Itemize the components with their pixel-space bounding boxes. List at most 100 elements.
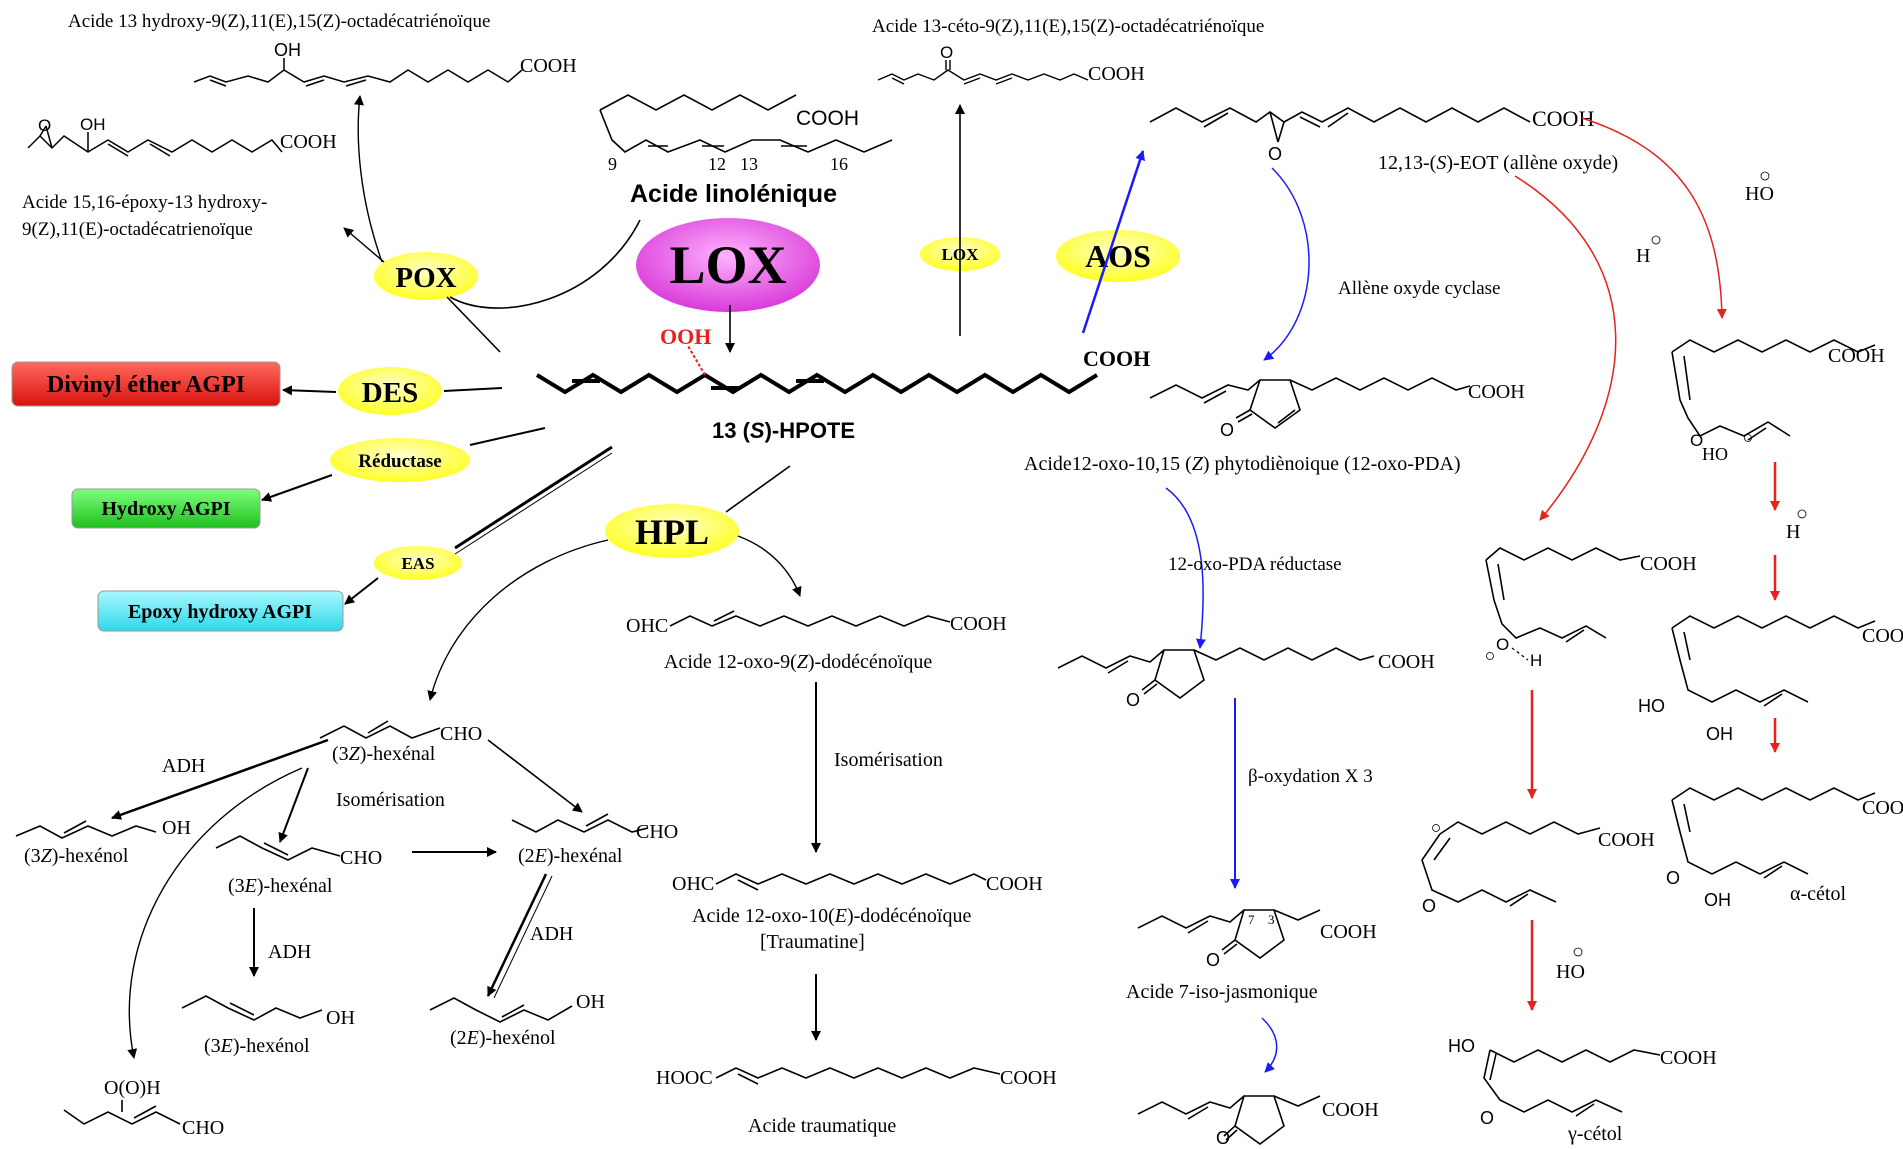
svg-text:OH: OH bbox=[326, 1007, 355, 1029]
svg-text:3: 3 bbox=[1268, 912, 1275, 927]
svg-text:COOH: COOH bbox=[1828, 345, 1885, 367]
svg-text:Acide 12-oxo-10(E)-dodécénoïqu: Acide 12-oxo-10(E)-dodécénoïque bbox=[692, 905, 971, 927]
red-arrow-left bbox=[1514, 175, 1617, 521]
charge-icon bbox=[1573, 947, 1583, 957]
svg-text:(2E)-hexénol: (2E)-hexénol bbox=[450, 1027, 556, 1049]
gamma-ketol-molecule: HO COOH O γ-cétol bbox=[1448, 1036, 1717, 1145]
epimerization-arrow bbox=[1261, 1017, 1278, 1073]
e2-hexenal: CHO (2E)-hexénal bbox=[511, 813, 678, 867]
svg-text:CHO: CHO bbox=[636, 821, 678, 843]
hydroxide-label: HO bbox=[1745, 183, 1774, 205]
adh-label-1: ADH bbox=[162, 755, 205, 777]
svg-text:Acide 13-céto-9(Z),11(E),15(Z): Acide 13-céto-9(Z),11(E),15(Z)-octadécat… bbox=[872, 16, 1264, 37]
beta-oxidation-label: β-oxydation X 3 bbox=[1248, 766, 1373, 787]
svg-text:(2E)-hexénal: (2E)-hexénal bbox=[518, 845, 623, 867]
svg-text:12,13-(S)-EOT (allène oxyde): 12,13-(S)-EOT (allène oxyde) bbox=[1378, 152, 1618, 174]
jasmonic-molecule: 7 3 O COOH Acide 7-iso-jasmonique bbox=[1126, 909, 1377, 1003]
enzyme-lox-main: LOX bbox=[636, 218, 820, 312]
svg-text:O: O bbox=[1220, 420, 1234, 440]
position-9: 9 bbox=[608, 154, 617, 174]
position-12: 12 bbox=[708, 154, 726, 174]
enzyme-des: DES bbox=[338, 367, 442, 415]
charge-icon bbox=[1797, 509, 1807, 519]
hpote-name: 13 (S)-HPOTE bbox=[712, 418, 855, 443]
enzyme-hpl: HPL bbox=[605, 504, 739, 558]
traumatin: OHC COOH Acide 12-oxo-10(E)-dodécénoïque… bbox=[672, 873, 1043, 953]
charge-icon bbox=[1760, 171, 1770, 181]
svg-text:COOH: COOH bbox=[1640, 553, 1697, 575]
proton-label-2: H bbox=[1786, 521, 1800, 543]
svg-text:O: O bbox=[1690, 431, 1703, 450]
svg-text:OH: OH bbox=[576, 991, 605, 1013]
enzyme-eas: EAS bbox=[374, 546, 462, 580]
svg-text:Réductase: Réductase bbox=[358, 451, 441, 472]
jasmonic-molecule-2: O COOH bbox=[1137, 1095, 1379, 1148]
linolenic-molecule: COOH 9 12 13 16 Acide linolénique bbox=[599, 94, 893, 208]
hydroperoxy-hexenal: O(O)H CHO bbox=[63, 1077, 224, 1139]
traumatic-acid: HOOC COOH Acide traumatique bbox=[656, 1067, 1057, 1137]
svg-text:COOH: COOH bbox=[1320, 921, 1377, 943]
enzyme-pox: POX bbox=[374, 252, 478, 300]
opc-molecule: O COOH bbox=[1057, 647, 1435, 710]
svg-text:CHO: CHO bbox=[340, 847, 382, 869]
svg-text:CHO: CHO bbox=[440, 723, 482, 745]
svg-text:9(Z),11(E)-octadécatrienoïque: 9(Z),11(E)-octadécatrienoïque bbox=[22, 219, 253, 240]
svg-text:HO: HO bbox=[1638, 696, 1665, 716]
svg-text:O: O bbox=[1480, 1108, 1494, 1128]
hydroxide-label-2: HO bbox=[1556, 961, 1585, 983]
opr-label: 12-oxo-PDA réductase bbox=[1168, 554, 1342, 575]
svg-text:α-cétol: α-cétol bbox=[1790, 883, 1846, 905]
svg-text:Hydroxy AGPI: Hydroxy AGPI bbox=[101, 498, 230, 520]
adh-label-3: ADH bbox=[530, 923, 573, 945]
svg-text:(3Z)-hexénal: (3Z)-hexénal bbox=[332, 743, 436, 765]
e3-hexenal: CHO (3E)-hexénal bbox=[215, 835, 382, 897]
svg-text:COOH: COOH bbox=[520, 55, 577, 77]
ooh-label: OOH bbox=[660, 324, 711, 349]
charge-icon bbox=[1486, 652, 1494, 660]
linolenic-cooh: COOH bbox=[796, 107, 859, 130]
svg-text:O: O bbox=[1422, 896, 1436, 916]
svg-text:O: O bbox=[1216, 1128, 1230, 1148]
svg-text:Divinyl éther AGPI: Divinyl éther AGPI bbox=[47, 372, 245, 398]
svg-text:COOH: COOH bbox=[950, 613, 1007, 635]
svg-text:Acide 12-oxo-9(Z)-dodécénoïque: Acide 12-oxo-9(Z)-dodécénoïque bbox=[664, 651, 932, 673]
svg-text:(3Z)-hexénol: (3Z)-hexénol bbox=[24, 845, 129, 867]
svg-text:O: O bbox=[1206, 950, 1220, 970]
charge-icon bbox=[1651, 235, 1661, 245]
oxo-dodecenoic: OHC COOH Acide 12-oxo-9(Z)-dodécénoïque bbox=[626, 610, 1007, 673]
hpl-arrow-left bbox=[427, 539, 609, 701]
svg-text:γ-cétol: γ-cétol bbox=[1567, 1123, 1623, 1145]
opr-arrow bbox=[1165, 487, 1206, 649]
svg-text:O: O bbox=[1268, 144, 1282, 164]
alpha-ketol-molecule: COOH O OH α-cétol bbox=[1666, 787, 1903, 910]
svg-text:OH: OH bbox=[162, 817, 191, 839]
svg-text:Acide 15,16-époxy-13 hydroxy-: Acide 15,16-époxy-13 hydroxy- bbox=[22, 192, 267, 213]
svg-text:CHO: CHO bbox=[182, 1117, 224, 1139]
svg-text:OHC: OHC bbox=[672, 873, 714, 895]
isomerisation-label-hex: Isomérisation bbox=[336, 789, 445, 811]
svg-text:COOH: COOH bbox=[1862, 797, 1903, 819]
hpl-arrow-right bbox=[737, 535, 802, 597]
intermediate-b: COOH O H bbox=[1485, 547, 1697, 670]
cyclase-arrow bbox=[1263, 167, 1310, 361]
hydroxy-agpi-box: Hydroxy AGPI bbox=[71, 488, 261, 529]
intermediate-a: COOH O HO bbox=[1671, 339, 1885, 464]
svg-text:COOH: COOH bbox=[1660, 1047, 1717, 1069]
ooh-wedge bbox=[687, 345, 706, 376]
svg-text:Acide traumatique: Acide traumatique bbox=[748, 1115, 896, 1137]
cyclase-label: Allène oxyde cyclase bbox=[1338, 278, 1500, 299]
svg-text:H: H bbox=[1530, 651, 1542, 670]
enzyme-reductase: Réductase bbox=[330, 438, 470, 482]
enolate-molecule: COOH O bbox=[1421, 821, 1655, 916]
svg-text:HO: HO bbox=[1702, 444, 1728, 464]
z3-hexenol: OH (3Z)-hexénol bbox=[15, 817, 191, 867]
divinyl-ether-box: Divinyl éther AGPI bbox=[11, 361, 281, 407]
svg-text:COOH: COOH bbox=[1862, 625, 1903, 647]
red-arrow-right bbox=[1581, 117, 1727, 319]
svg-text:COOH: COOH bbox=[986, 873, 1043, 895]
svg-text:O: O bbox=[940, 43, 953, 62]
epoxy-hydroxy-agpi-box: Epoxy hydroxy AGPI bbox=[97, 590, 344, 632]
svg-text:COOH: COOH bbox=[1088, 63, 1145, 85]
